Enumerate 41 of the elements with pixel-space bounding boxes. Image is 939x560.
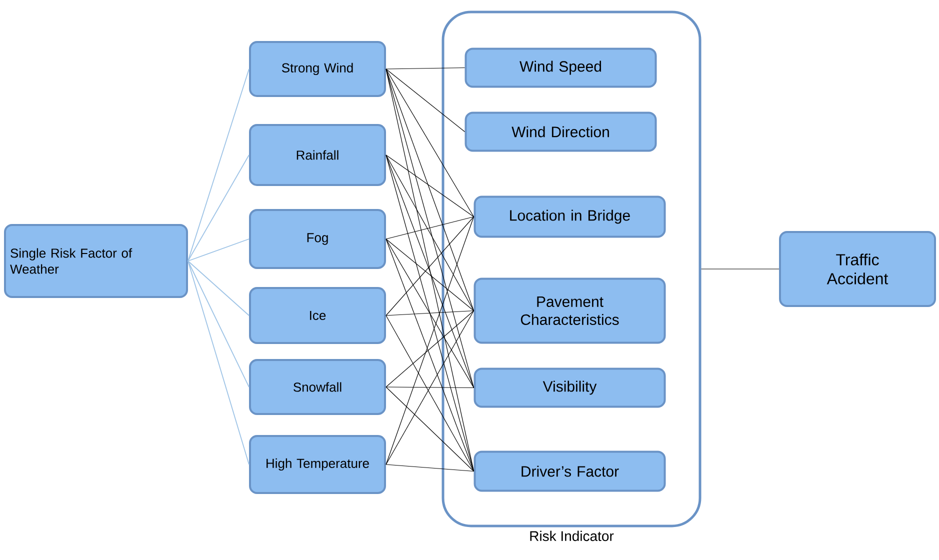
indicator-box: Location in Bridge bbox=[474, 196, 666, 238]
connector bbox=[188, 154, 250, 262]
connector bbox=[386, 68, 474, 388]
connector bbox=[386, 216, 474, 316]
connector bbox=[386, 238, 474, 388]
factor-box: Single Risk Factor of Weather bbox=[4, 224, 188, 298]
connector bbox=[386, 68, 466, 132]
connector bbox=[386, 154, 474, 388]
connector bbox=[386, 386, 474, 472]
connector bbox=[386, 310, 474, 388]
indicator-box: Wind Direction bbox=[464, 112, 657, 152]
connector bbox=[386, 67, 466, 70]
factor-box: Snowfall bbox=[249, 359, 386, 415]
connector bbox=[386, 154, 474, 218]
connector bbox=[188, 238, 250, 262]
connector bbox=[188, 260, 250, 465]
connector bbox=[700, 268, 780, 270]
indicator-box: Driver’s Factor bbox=[474, 450, 666, 492]
connector bbox=[386, 216, 474, 240]
connector bbox=[386, 68, 474, 312]
indicator-box: Wind Speed bbox=[464, 48, 657, 88]
factor-box: Strong Wind bbox=[249, 41, 386, 97]
connector bbox=[386, 68, 474, 218]
factor-box: High Temperature bbox=[249, 435, 386, 494]
connector bbox=[386, 154, 474, 472]
node-label: Risk Indicator bbox=[530, 530, 614, 542]
connector bbox=[386, 464, 474, 472]
connector bbox=[386, 386, 474, 388]
connector bbox=[188, 260, 250, 388]
connector bbox=[386, 238, 474, 312]
connector bbox=[188, 68, 250, 262]
indicator-box: Pavement Characteristics bbox=[474, 278, 666, 344]
connector bbox=[386, 68, 474, 472]
factor-box: Ice bbox=[249, 287, 386, 344]
factor-box: Fog bbox=[249, 209, 386, 269]
connector bbox=[386, 154, 474, 312]
factor-box: Rainfall bbox=[249, 124, 386, 186]
connector bbox=[188, 260, 250, 316]
outcome-box: Traffic Accident bbox=[779, 231, 936, 307]
connector bbox=[386, 310, 474, 316]
indicator-box: Visibility bbox=[474, 368, 666, 408]
